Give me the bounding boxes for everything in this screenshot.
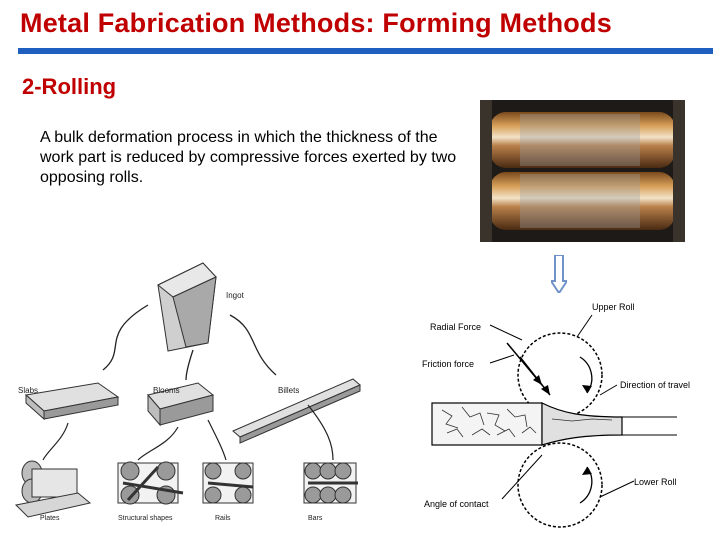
slabs-label: Slabs xyxy=(18,386,38,395)
description-text: A bulk deformation process in which the … xyxy=(40,129,457,186)
ingot-shape xyxy=(157,262,217,352)
down-arrow-icon xyxy=(551,255,567,293)
billets-shape xyxy=(232,378,361,444)
structural-shapes-label: Structural shapes xyxy=(118,515,173,522)
friction-force-label: Friction force xyxy=(422,359,474,369)
rolled-products-diagram: Ingot Slabs Blooms Billets Plates xyxy=(14,262,361,522)
plates-label: Plates xyxy=(40,515,60,522)
bars-label: Bars xyxy=(308,515,323,522)
blooms-shape xyxy=(147,382,215,427)
blooms-label: Blooms xyxy=(153,386,180,395)
plates-shape xyxy=(14,460,92,518)
bars-shape xyxy=(303,462,358,504)
lower-roll-label: Lower Roll xyxy=(634,477,677,487)
work-piece xyxy=(431,402,677,446)
lower-roll xyxy=(517,442,603,528)
section-subtitle: 2-Rolling xyxy=(22,74,117,99)
title-rule xyxy=(18,48,713,54)
rails-shape xyxy=(202,462,254,504)
roll-forces-diagram: Upper Roll Radial Force Friction force D… xyxy=(422,302,690,528)
rails-label: Rails xyxy=(215,515,231,522)
structural-shapes-shape xyxy=(117,461,184,505)
billets-label: Billets xyxy=(278,386,299,395)
slabs-shape xyxy=(24,382,120,421)
rolling-mill-photo xyxy=(480,100,685,242)
slide-title: Metal Fabrication Methods: Forming Metho… xyxy=(20,8,612,38)
radial-force-label: Radial Force xyxy=(430,322,481,332)
angle-of-contact-label: Angle of contact xyxy=(424,499,489,509)
upper-roll-label: Upper Roll xyxy=(592,302,635,312)
direction-of-travel-label: Direction of travel xyxy=(620,380,690,390)
ingot-label: Ingot xyxy=(226,291,245,300)
